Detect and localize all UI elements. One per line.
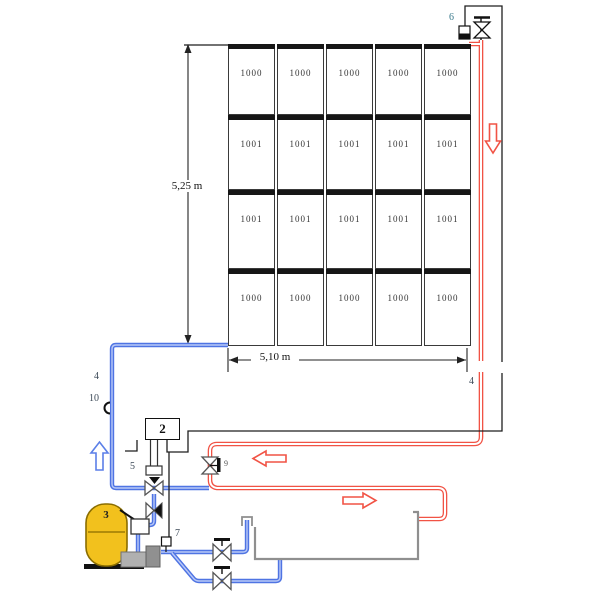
cold-supply-pipes	[109, 342, 283, 584]
panel-cell: 1000	[375, 269, 422, 346]
air-vent-valve-icon	[472, 16, 492, 40]
three-way-valve-icon	[144, 440, 164, 497]
panel-cell: 1001	[326, 115, 373, 190]
flow-indicator-label: 10	[89, 393, 99, 404]
return-sensor-icon	[160, 536, 172, 547]
panel-cell: 1000	[277, 269, 324, 346]
skimmer-valve-icon	[212, 538, 232, 563]
dimension-height-label: 5,25 m	[163, 180, 211, 192]
panel-cell: 1001	[277, 115, 324, 190]
panel-cell: 1000	[277, 44, 324, 115]
controller-box: 2	[145, 418, 180, 440]
flow-arrow-down-icon	[484, 123, 502, 155]
panel-cell: 1001	[424, 115, 471, 190]
cold-pipe-label: 4	[94, 371, 99, 382]
panel-cell: 1001	[424, 190, 471, 269]
filter-tank	[85, 503, 128, 567]
return-sensor-label: 7	[175, 528, 180, 539]
collector-sensor-label: 6	[449, 12, 454, 23]
tank-label: 3	[103, 509, 109, 521]
bypass-valve-label: 9	[224, 459, 228, 468]
collector-sensor-icon	[458, 25, 471, 40]
flow-arrow-right-icon	[342, 491, 378, 510]
controller-sensor-wires	[125, 5, 503, 552]
dimension-width-label: 5,10 m	[251, 351, 299, 363]
hot-return-pipes	[207, 40, 484, 522]
panel-cell: 1001	[326, 190, 373, 269]
drain-valve-icon	[212, 566, 232, 592]
pump-head	[130, 518, 150, 535]
panel-cell: 1001	[228, 190, 275, 269]
bypass-valve-icon	[200, 456, 221, 475]
panel-cell: 1001	[277, 190, 324, 269]
panel-cell: 1001	[228, 115, 275, 190]
pool-outline	[241, 510, 420, 561]
dimension-lines	[184, 44, 468, 372]
panel-cell: 1001	[375, 115, 422, 190]
pump-filter-unit	[84, 503, 161, 569]
three-way-valve-label: 5	[130, 461, 135, 472]
pump-housing	[120, 551, 148, 568]
panel-cell: 1000	[424, 269, 471, 346]
panel-cell: 1000	[424, 44, 471, 115]
panel-cell: 1000	[326, 44, 373, 115]
hot-pipe-label: 4	[469, 376, 474, 387]
panel-cell: 1000	[326, 269, 373, 346]
flow-arrow-up-icon	[89, 440, 110, 471]
flow-indicator-icon	[103, 401, 111, 415]
pump-motor	[145, 545, 161, 568]
panel-cell: 1001	[375, 190, 422, 269]
panel-cell: 1000	[228, 269, 275, 346]
panel-cell: 1000	[228, 44, 275, 115]
flow-arrow-left-icon	[251, 449, 287, 468]
check-valve-icon	[145, 501, 163, 520]
panel-cell: 1000	[375, 44, 422, 115]
